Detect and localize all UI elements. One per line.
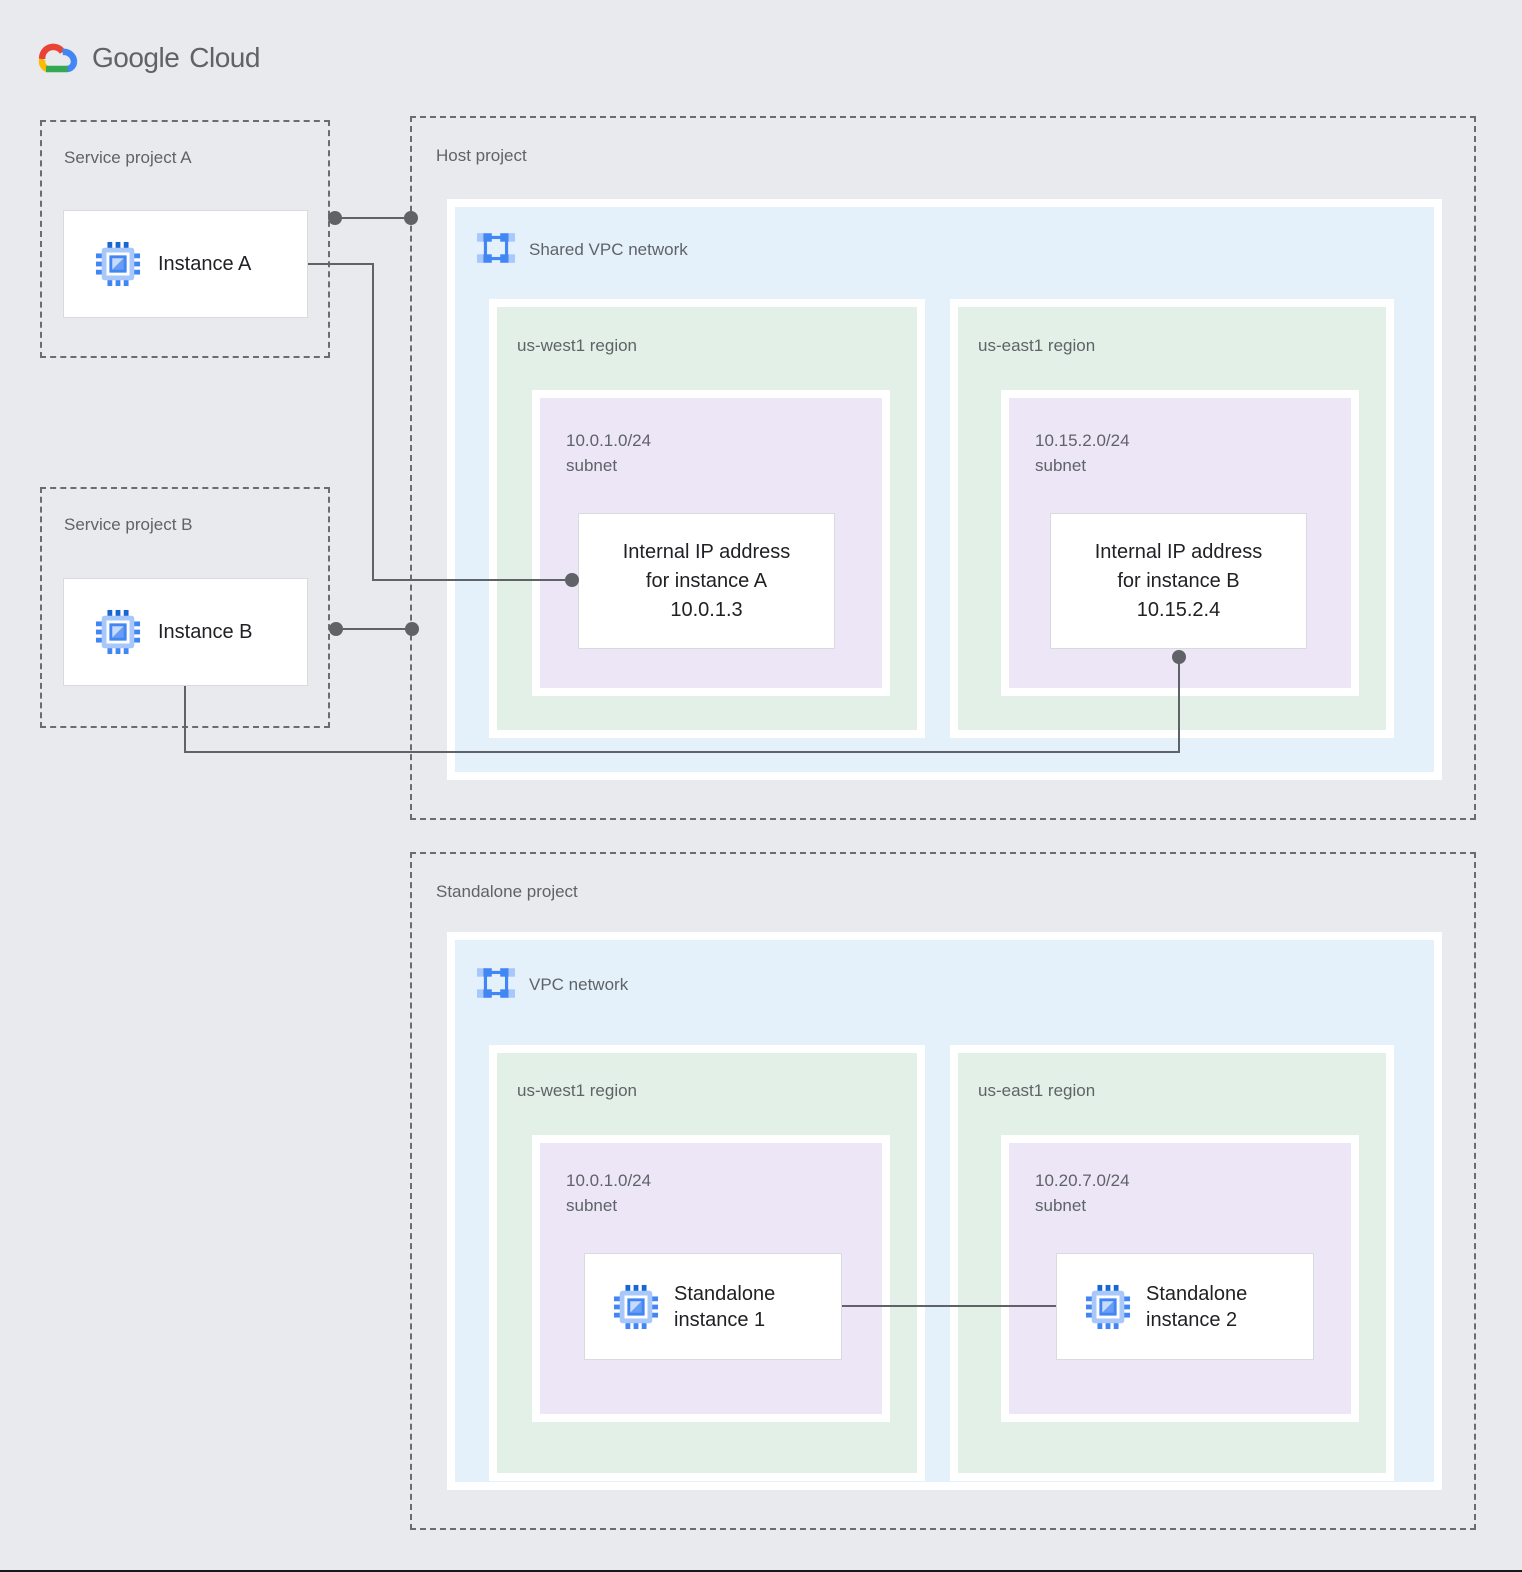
connector-instance-b-ip: [184, 686, 186, 753]
instance-a-label: Instance A: [158, 253, 252, 275]
compute-instance-icon: [95, 241, 141, 287]
standalone-project-box: Standalone project VPC network us-west1 …: [410, 852, 1476, 1530]
host-east-subnet-label: 10.15.2.0/24 subnet: [1035, 431, 1130, 475]
standalone-instance-2-label: Standalone instance 2: [1146, 1282, 1248, 1331]
vpc-network-icon: [477, 964, 515, 1007]
host-west-subnet-box: 10.0.1.0/24 subnet Internal IP address f…: [532, 390, 890, 696]
host-west-subnet-label: 10.0.1.0/24 subnet: [566, 431, 652, 475]
standalone-instance-1-card: Standalone instance 1: [584, 1253, 842, 1360]
vpc-network-label: VPC network: [529, 975, 629, 994]
connector-standalone-instances: [842, 1305, 1056, 1307]
host-us-west1-region-label: us-west1 region: [517, 336, 638, 355]
compute-instance-icon: [613, 1284, 659, 1330]
internal-ip-instance-b-card: Internal IP address for instance B 10.15…: [1050, 513, 1307, 649]
internal-ip-instance-a-card: Internal IP address for instance A 10.0.…: [578, 513, 835, 649]
standalone-instance-1-label: Standalone instance 1: [674, 1282, 776, 1331]
connector-instance-a-ip: [372, 579, 572, 581]
connector-instance-b-ip: [1178, 656, 1180, 753]
connector-dot: [404, 211, 418, 225]
standalone-us-east1-region-box: us-east1 region 10.20.7.0/24 subnet: [950, 1045, 1394, 1481]
standalone-instance-2-card: Standalone instance 2: [1056, 1253, 1314, 1360]
instance-b-label: Instance B: [158, 621, 253, 643]
connector-dot: [565, 573, 579, 587]
logo-text-cloud: Cloud: [189, 41, 260, 73]
shared-vpc-network-label: Shared VPC network: [529, 240, 688, 259]
standalone-east-subnet-label: 10.20.7.0/24 subnet: [1035, 1171, 1130, 1215]
screenshot-bottom-edge: [0, 1570, 1522, 1572]
vpc-network-icon: [477, 229, 515, 272]
connector-dot: [1172, 650, 1186, 664]
standalone-east-subnet-box: 10.20.7.0/24 subnet: [1001, 1135, 1359, 1422]
vpc-network-box: VPC network us-west1 region 10.0.1.0/24 …: [447, 932, 1442, 1490]
standalone-west-subnet-box: 10.0.1.0/24 subnet: [532, 1135, 890, 1422]
connector-service-b-host: [336, 628, 412, 630]
google-cloud-icon: [34, 40, 80, 75]
host-us-west1-region-box: us-west1 region 10.0.1.0/24 subnet Inter…: [489, 299, 925, 738]
compute-instance-icon: [1085, 1284, 1131, 1330]
connector-dot: [328, 211, 342, 225]
connector-instance-b-ip: [184, 751, 1180, 753]
logo-text-google: Google: [92, 41, 180, 73]
service-project-a-label: Service project A: [64, 148, 192, 167]
service-project-b-label: Service project B: [64, 515, 193, 534]
host-east-subnet-box: 10.15.2.0/24 subnet Internal IP address …: [1001, 390, 1359, 696]
service-project-b-box: Service project B Instance B: [40, 487, 330, 728]
standalone-west-subnet-label: 10.0.1.0/24 subnet: [566, 1171, 652, 1215]
service-project-a-box: Service project A Instance A: [40, 120, 330, 358]
standalone-project-label: Standalone project: [436, 882, 578, 901]
compute-instance-icon: [95, 609, 141, 655]
standalone-us-west1-region-label: us-west1 region: [517, 1081, 638, 1100]
host-project-box: Host project Shared VPC network us-west1…: [410, 116, 1476, 820]
connector-instance-a-ip: [308, 263, 374, 265]
host-project-label: Host project: [436, 146, 527, 165]
google-cloud-logo: Google Cloud: [34, 40, 260, 75]
standalone-us-east1-region-label: us-east1 region: [978, 1081, 1096, 1100]
connector-dot: [405, 622, 419, 636]
instance-b-card: Instance B: [63, 578, 308, 686]
instance-a-card: Instance A: [63, 210, 308, 318]
standalone-us-west1-region-box: us-west1 region 10.0.1.0/24 subnet: [489, 1045, 925, 1481]
connector-dot: [329, 622, 343, 636]
host-us-east1-region-label: us-east1 region: [978, 336, 1096, 355]
connector-service-a-host: [335, 217, 411, 219]
connector-instance-a-ip: [372, 263, 374, 581]
shared-vpc-network-box: Shared VPC network us-west1 region 10.0.…: [447, 199, 1442, 780]
host-us-east1-region-box: us-east1 region 10.15.2.0/24 subnet Inte…: [950, 299, 1394, 738]
